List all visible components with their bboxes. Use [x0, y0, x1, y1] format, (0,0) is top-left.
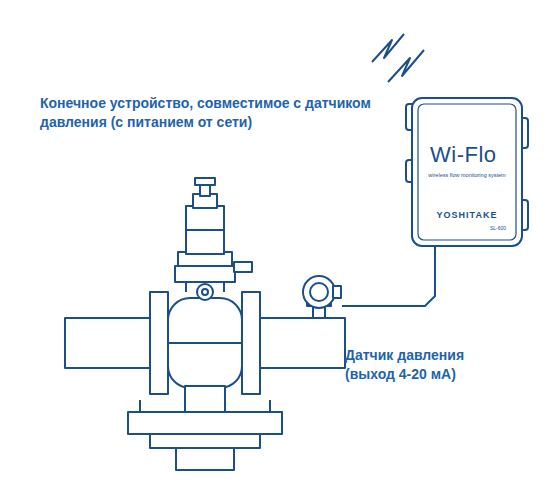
device-text: YOSHITAKE — [412, 210, 522, 220]
signal-mark — [388, 50, 424, 82]
signal-wire — [342, 246, 435, 306]
caption-label: Конечное устройство, совместимое с датчи… — [40, 94, 402, 132]
wire-line — [342, 246, 435, 306]
device-box: Wi-Flo wireless flow monitoring systemYOS… — [412, 98, 522, 246]
device-text: wireless flow monitoring system — [412, 172, 522, 178]
device-housing — [406, 98, 528, 246]
pressure-reducing-valve — [128, 178, 282, 470]
sensor-node: Датчик давления (выход 4-20 мА) — [300, 274, 342, 318]
pressure-sensor — [303, 276, 341, 318]
signal-mark — [372, 34, 404, 62]
device-text: SL-600 — [490, 225, 506, 231]
device-text: Wi-Flo — [430, 142, 497, 168]
sensor-label: Датчик давления (выход 4-20 мА) — [345, 346, 510, 384]
